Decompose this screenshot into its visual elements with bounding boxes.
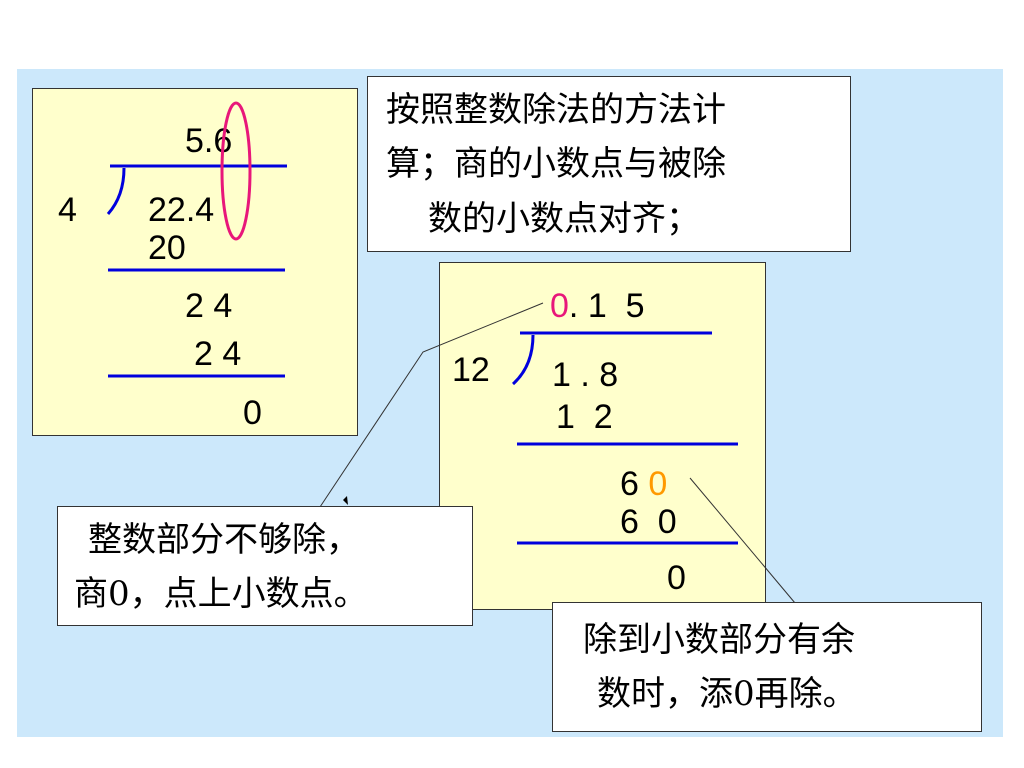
product-b-1: 1 2 bbox=[556, 398, 613, 436]
division-panel-a bbox=[32, 88, 358, 436]
quotient-b-rest: . 1 5 bbox=[568, 287, 645, 325]
division-bracket-b bbox=[511, 334, 535, 386]
leader-line-zero bbox=[319, 302, 544, 508]
dividend-a: 22.4 bbox=[148, 191, 215, 229]
decimal-align-ellipse bbox=[220, 101, 252, 241]
divisor-a: 4 bbox=[58, 191, 77, 229]
added-zero: 0 bbox=[648, 465, 668, 503]
leader-line-remainder bbox=[689, 477, 796, 604]
product-b-2: 6 0 bbox=[620, 503, 677, 541]
division-bracket-a bbox=[106, 167, 126, 215]
divisor-b: 12 bbox=[452, 351, 490, 389]
callout-rule-line1: 按照整数除法的方法计 bbox=[386, 90, 726, 130]
remainder-b-final: 0 bbox=[667, 559, 686, 597]
remainder-a-1: 2 4 bbox=[185, 287, 233, 325]
callout-zero: 整数部分不够除， 商0，点上小数点。 bbox=[57, 506, 473, 626]
dividend-b: 1 . 8 bbox=[552, 356, 619, 394]
callout-rule-line2: 算；商的小数点与被除 bbox=[386, 144, 726, 184]
callout-zero-line1: 整数部分不够除， bbox=[88, 520, 360, 560]
callout-rule: 按照整数除法的方法计 算；商的小数点与被除 数的小数点对齐； bbox=[367, 76, 851, 252]
callout-remainder-line2: 数时，添0再除。 bbox=[597, 674, 857, 714]
remainder-a-final: 0 bbox=[243, 394, 262, 432]
callout-remainder-line1: 除到小数部分有余 bbox=[583, 620, 855, 660]
leader-line-arrow bbox=[343, 496, 348, 505]
callout-remainder: 除到小数部分有余 数时，添0再除。 bbox=[552, 602, 982, 732]
remainder-b-1: 6 0 bbox=[620, 467, 667, 501]
quotient-b: 0. 1 5 bbox=[550, 289, 645, 323]
remainder-b-digit: 6 bbox=[620, 465, 639, 503]
quotient-b-zero: 0 bbox=[550, 287, 569, 325]
callout-rule-line3: 数的小数点对齐； bbox=[428, 199, 700, 239]
callout-zero-line2: 商0，点上小数点。 bbox=[74, 574, 368, 614]
product-a-2: 2 4 bbox=[194, 335, 242, 373]
product-a-1: 20 bbox=[148, 229, 186, 267]
